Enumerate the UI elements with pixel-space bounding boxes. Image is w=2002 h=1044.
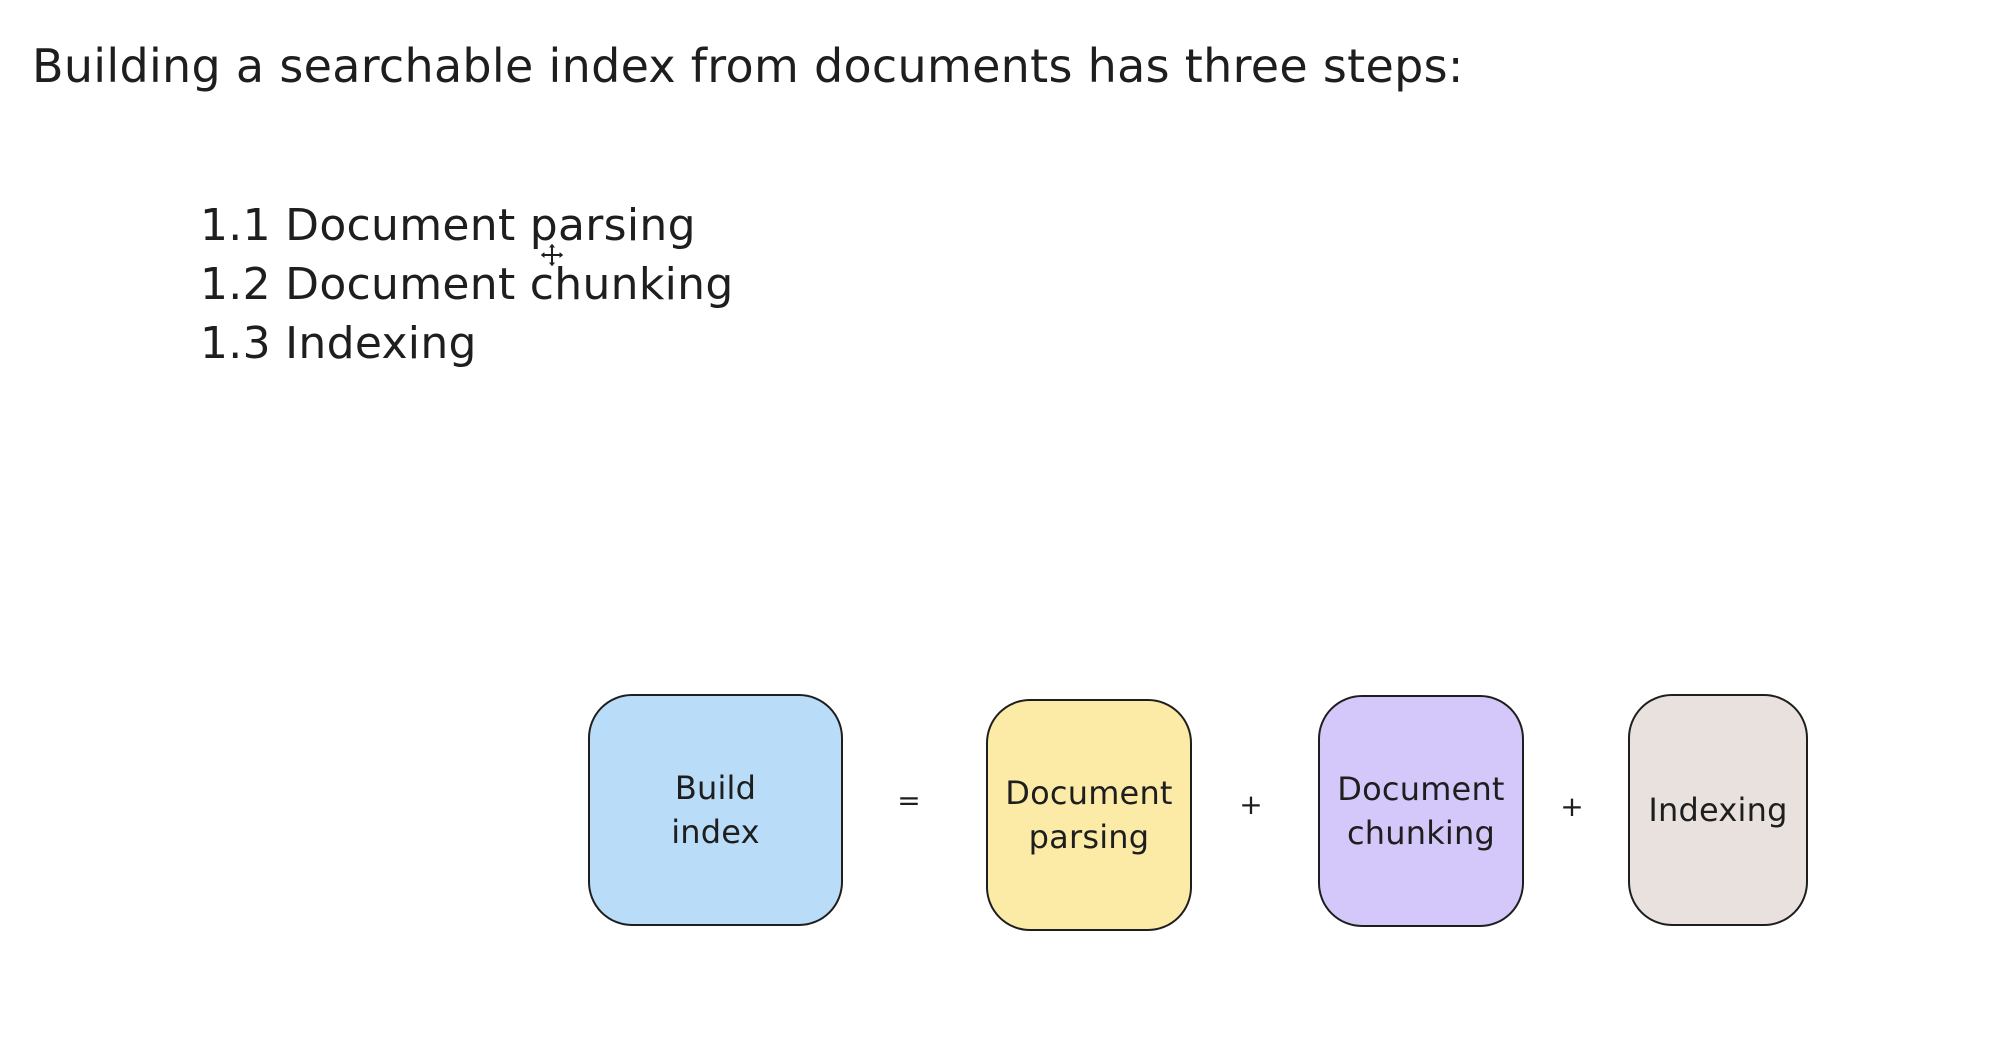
move-cursor-icon: [539, 242, 565, 268]
box-label-line: Document: [1005, 774, 1173, 812]
document-parsing-box[interactable]: Document parsing: [986, 699, 1192, 931]
equals-operator: =: [897, 784, 921, 817]
heading-text: Building a searchable index from documen…: [32, 39, 1464, 93]
step-item-chunking: 1.2 Document chunking: [200, 259, 734, 310]
box-label-line: chunking: [1346, 814, 1496, 852]
build-index-box[interactable]: Build index: [588, 694, 843, 926]
step-item-parsing: 1.1 Document parsing: [200, 200, 696, 251]
document-chunking-box[interactable]: Document chunking: [1318, 695, 1524, 927]
indexing-box[interactable]: Indexing: [1628, 694, 1808, 926]
box-label-line: index: [671, 813, 760, 851]
plus-operator: +: [1239, 788, 1263, 821]
step-item-indexing: 1.3 Indexing: [200, 318, 477, 369]
plus-operator: +: [1560, 790, 1584, 823]
box-label-line: parsing: [1028, 818, 1150, 856]
box-label-line: Build: [674, 769, 757, 807]
steps-list: 1.1 Document parsing 1.2 Document chunki…: [200, 196, 734, 373]
box-label-line: Indexing: [1648, 791, 1788, 829]
box-label-line: Document: [1337, 770, 1505, 808]
